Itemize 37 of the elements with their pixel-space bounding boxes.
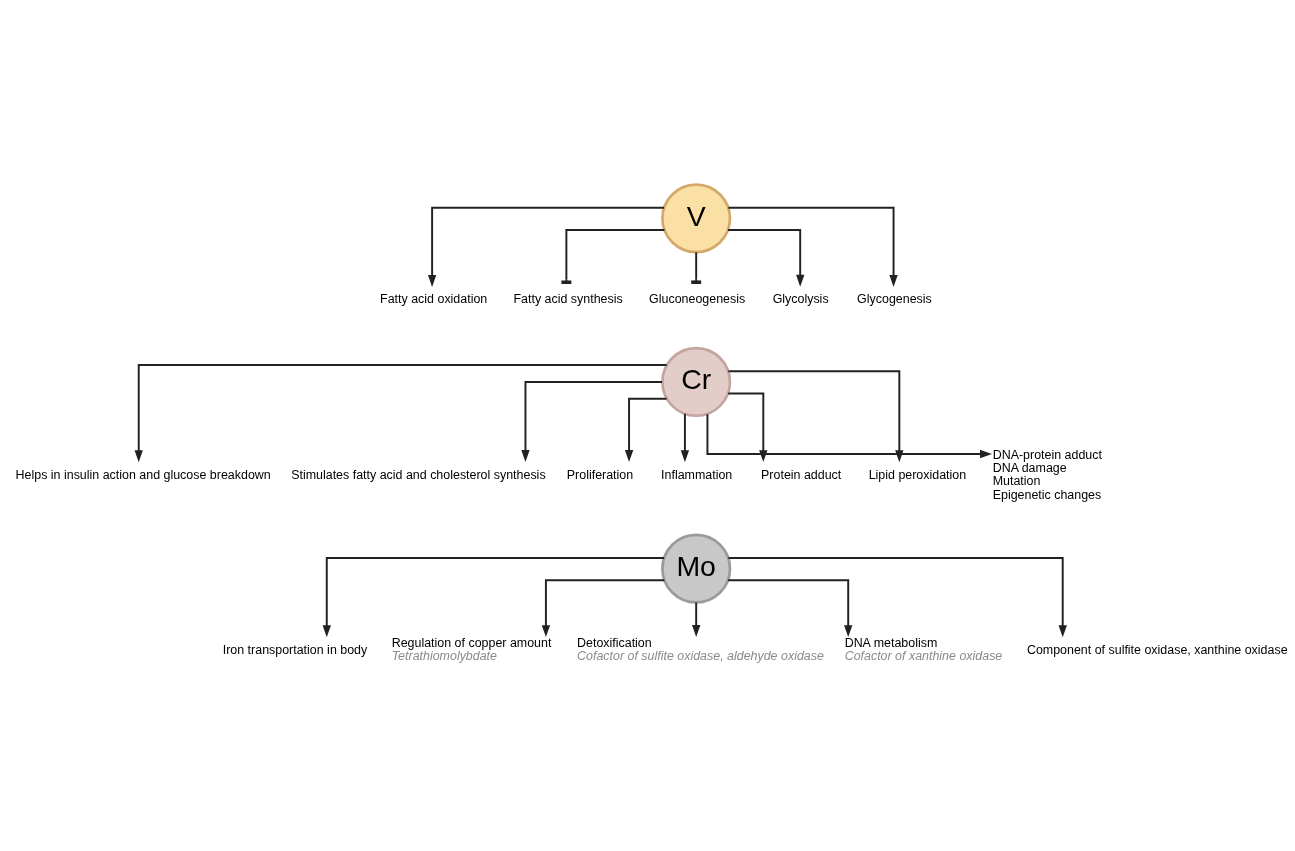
- node-text: Fatty acid oxidation: [380, 292, 488, 307]
- node-circle: Cr: [661, 346, 732, 418]
- arrow: [322, 557, 665, 638]
- arrow: [624, 397, 668, 463]
- arrow: [706, 413, 992, 459]
- arrow: [521, 380, 664, 462]
- arrow: [726, 228, 805, 287]
- node-text: Glycogenesis: [857, 292, 932, 307]
- node-text: Lipid peroxidation: [868, 467, 967, 482]
- arrow: [727, 557, 1067, 638]
- node-text: Stimulates fatty acid and cholesterol synthesis: [291, 467, 546, 482]
- arrow: [680, 412, 690, 463]
- arrow: [134, 364, 668, 463]
- arrow: [692, 601, 701, 638]
- node-text: Iron transportation in body: [222, 642, 368, 657]
- node-text: Glycolysis: [772, 292, 829, 307]
- node-text: Gluconeogenesis: [649, 292, 746, 307]
- node-text: Protein adduct: [761, 467, 842, 482]
- connector: [691, 251, 702, 285]
- node-text: Inflammation: [661, 467, 733, 482]
- node-text: DNA-protein adduct DNA damage Mutation Epigenetic changes: [992, 447, 1102, 502]
- arrow: [727, 370, 904, 463]
- arrow: [727, 206, 898, 287]
- node-text: DNA metabolism Cofactor of xanthine oxidase: [844, 636, 1003, 663]
- arrow: [427, 206, 666, 287]
- arrow: [541, 579, 666, 638]
- node-text: Helps in insulin action and glucose breakdown: [15, 467, 271, 482]
- arrow: [727, 579, 853, 638]
- node-text: Regulation of copper amount Tetrathiomolybdate: [391, 636, 552, 663]
- node-text: Proliferation: [566, 467, 634, 482]
- node-circle: V: [661, 183, 732, 254]
- node-circle: Mo: [661, 533, 732, 604]
- node-text: Component of sulfite oxidase, xanthine oxidase: [1026, 642, 1288, 657]
- node-text: Fatty acid synthesis: [513, 292, 623, 307]
- connector: [561, 228, 666, 285]
- node-text: Detoxification Cofactor of sulfite oxidase, aldehyde oxidase: [577, 636, 824, 663]
- arrow: [727, 392, 768, 463]
